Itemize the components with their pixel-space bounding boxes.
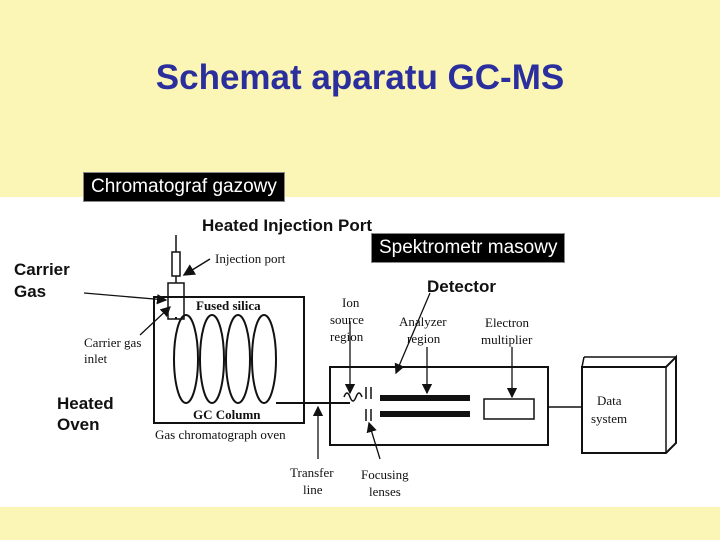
electron-multiplier-label-line1: Electron (485, 315, 530, 330)
gc-column-coils (173, 314, 304, 404)
ms-callout-label: Spektrometr masowy (371, 233, 566, 263)
analyzer-rod-bottom (380, 411, 470, 417)
detector-label: Detector (427, 277, 496, 296)
heated-oven-label-line1: Heated (57, 394, 114, 413)
schematic-drawing: Heated Injection Port Carrier Gas Inject… (14, 216, 677, 499)
gc-oven-label: Gas chromatograph oven (155, 427, 286, 442)
slide-title: Schemat aparatu GC-MS (155, 58, 565, 97)
electron-multiplier-box (483, 398, 535, 420)
ion-source-label-line2: source (330, 312, 364, 327)
carrier-gas-label-line1: Carrier (14, 260, 70, 279)
carrier-gas-inlet-line1: Carrier gas (84, 335, 141, 350)
analyzer-region-label-line2: region (407, 331, 441, 346)
heated-oven-label-line2: Oven (57, 415, 100, 434)
carrier-gas-inlet-line2: inlet (84, 351, 107, 366)
data-system-label-line1: Data (597, 393, 622, 408)
injection-port-label: Injection port (215, 251, 286, 266)
ion-source-label-line3: region (330, 329, 364, 344)
data-system-label-line2: system (591, 411, 627, 426)
analyzer-rod-top (380, 395, 470, 401)
ms-chamber (329, 366, 549, 446)
focusing-lenses-label-line1: Focusing (361, 467, 409, 482)
gc-callout-label: Chromatograf gazowy (83, 172, 285, 202)
ion-source-label-line1: Ion (342, 295, 360, 310)
focusing-lenses-label-line2: lenses (369, 484, 401, 499)
heated-injection-port-label: Heated Injection Port (202, 216, 372, 235)
gc-oven-box (153, 296, 305, 424)
electron-multiplier-label-line2: multiplier (481, 332, 533, 347)
gc-column-label: GC Column (193, 407, 261, 422)
transfer-line-label-line2: line (303, 482, 323, 497)
analyzer-region-label-line1: Analyzer (399, 314, 447, 329)
carrier-gas-label-line2: Gas (14, 282, 46, 301)
fused-silica-label: Fused silica (196, 298, 261, 313)
transfer-line-label-line1: Transfer (290, 465, 334, 480)
gc-ms-diagram: Heated Injection Port Carrier Gas Inject… (0, 197, 720, 507)
